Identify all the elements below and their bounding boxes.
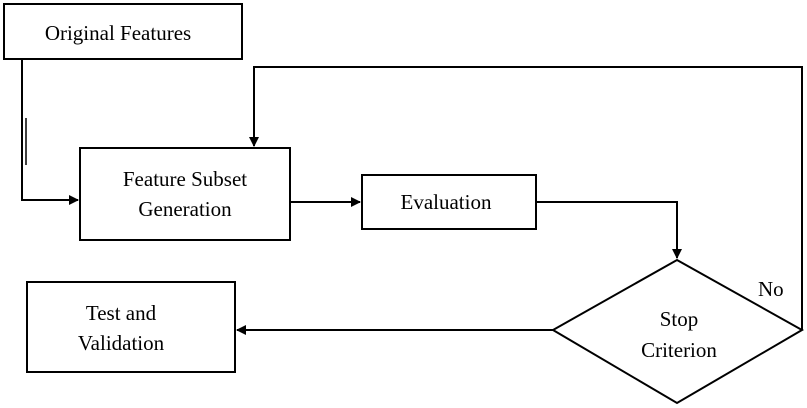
edge-original-to-generation bbox=[21, 60, 79, 205]
test-and-validation-box bbox=[26, 281, 236, 373]
original-features-label: Original Features bbox=[45, 21, 191, 45]
feature-subset-generation-label-line2: Generation bbox=[138, 197, 232, 221]
original-features-node: Original Features bbox=[3, 3, 243, 60]
evaluation-label: Evaluation bbox=[401, 190, 492, 214]
test-and-validation-label-line2: Validation bbox=[78, 331, 165, 355]
edge-stop-no-to-generation bbox=[249, 66, 803, 330]
test-and-validation-node: Test and Validation bbox=[26, 281, 236, 373]
evaluation-node: Evaluation bbox=[361, 174, 537, 230]
test-and-validation-label-line1: Test and bbox=[86, 301, 157, 325]
stop-criterion-label-line2: Criterion bbox=[641, 338, 717, 362]
stop-criterion-node: Stop Criterion bbox=[550, 258, 805, 405]
edge-evaluation-to-stop bbox=[536, 201, 682, 259]
edge-label-no: No bbox=[758, 277, 784, 301]
feature-subset-generation-label-line1: Feature Subset bbox=[123, 167, 247, 191]
feature-subset-generation-node: Feature Subset Generation bbox=[79, 147, 291, 241]
original-features-box bbox=[3, 3, 243, 60]
edge-original-to-generation-line bbox=[21, 60, 79, 205]
stop-criterion-label-line1: Stop bbox=[660, 307, 699, 331]
evaluation-box bbox=[361, 174, 537, 230]
stop-criterion-diamond bbox=[550, 258, 805, 405]
feature-subset-generation-box bbox=[79, 147, 291, 241]
